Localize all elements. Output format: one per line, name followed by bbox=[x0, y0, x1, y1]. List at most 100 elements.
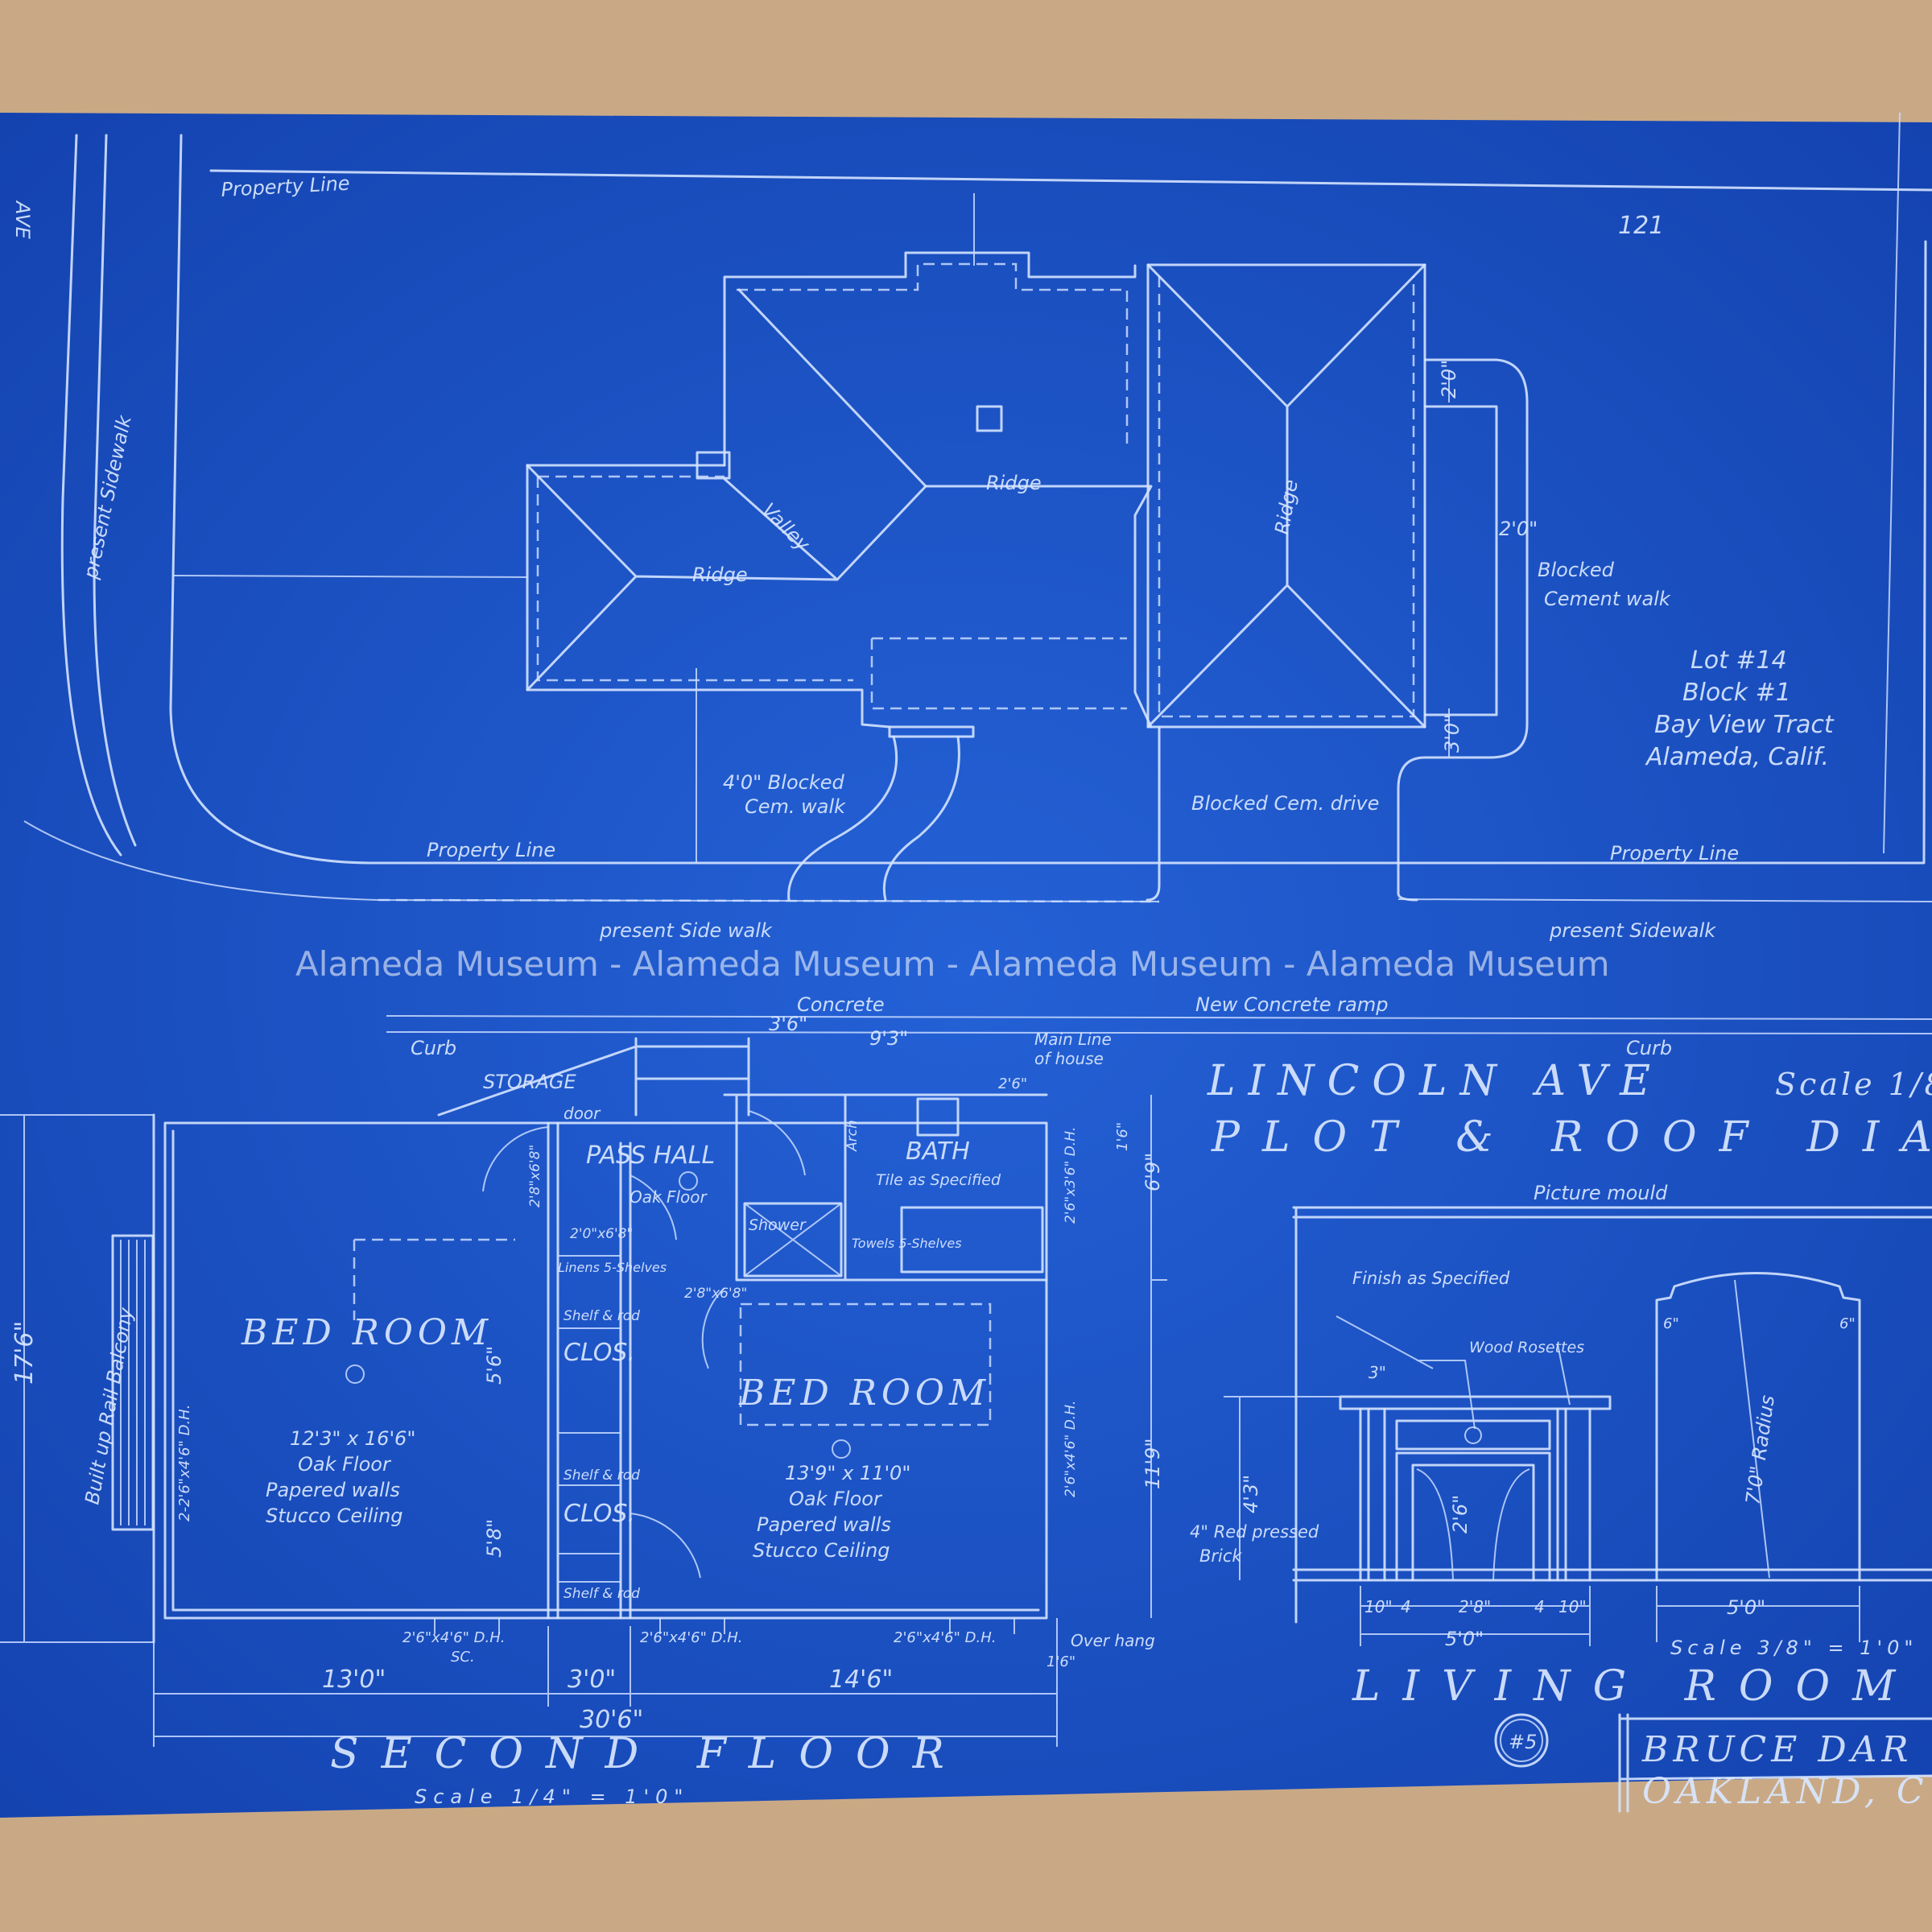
roof-right-wing bbox=[1146, 263, 1426, 729]
label-towels: Towels 5-Shelves bbox=[852, 1236, 962, 1251]
label-shelf-rod: Shelf & rod bbox=[564, 1586, 640, 1602]
living-room-title: LIVING ROOM bbox=[1352, 1662, 1918, 1711]
window-label: 2-2'6"x4'6" D.H. bbox=[176, 1405, 193, 1521]
dim-2-0-top: 2'0" bbox=[1438, 360, 1460, 398]
label-oak-floor-hall: Oak Floor bbox=[630, 1187, 708, 1207]
dimension-lines bbox=[153, 1618, 1058, 1747]
label-concrete: Concrete bbox=[797, 993, 885, 1016]
front-walk bbox=[787, 735, 898, 902]
dim-14-6: 14'6" bbox=[829, 1666, 893, 1694]
label-ridge-left: Ridge bbox=[692, 564, 748, 586]
second-floor-plan bbox=[0, 1037, 1167, 1747]
label-arch: Arch bbox=[844, 1120, 861, 1152]
label-curb-left: Curb bbox=[411, 1037, 456, 1059]
roof-hip-center bbox=[737, 288, 927, 488]
rug-outline bbox=[739, 1302, 992, 1426]
bedroom-left-size: 12'3" x 16'6" bbox=[290, 1427, 415, 1450]
dim-6in-left: 6" bbox=[1663, 1315, 1679, 1332]
label-main-line-2: of house bbox=[1034, 1049, 1104, 1068]
bedroom-right-ceiling: Stucco Ceiling bbox=[753, 1539, 890, 1562]
label-brick: 4" Red pressed bbox=[1190, 1522, 1319, 1542]
blueprint-paper bbox=[0, 113, 1932, 1818]
label-blocked: Blocked bbox=[1538, 559, 1615, 581]
label-door: door bbox=[564, 1104, 601, 1123]
label-property-line-bottom: Property Line bbox=[427, 839, 555, 861]
label-storage: STORAGE bbox=[483, 1071, 576, 1093]
architect-city: OAKLAND, C bbox=[1642, 1771, 1929, 1812]
balcony bbox=[111, 1234, 155, 1531]
rosette bbox=[1464, 1426, 1482, 1444]
bathtub bbox=[900, 1206, 1044, 1274]
closet-shelves bbox=[558, 1255, 621, 1583]
dim-30-6: 30'6" bbox=[580, 1706, 643, 1734]
sidewalk-line bbox=[93, 134, 137, 847]
property-line bbox=[169, 134, 1927, 865]
label-rosettes: Wood Rosettes bbox=[1469, 1339, 1584, 1356]
dim-3in: 3" bbox=[1368, 1363, 1386, 1382]
plot-title-street: LINCOLN AVE bbox=[1207, 1057, 1663, 1105]
label-main-line: Main Line bbox=[1034, 1030, 1112, 1049]
dim-1-6: 1'6" bbox=[1046, 1653, 1075, 1670]
door-swings bbox=[482, 1110, 806, 1579]
plot-roof-diagram bbox=[23, 112, 1932, 1034]
archway bbox=[1655, 1272, 1861, 1582]
plate-number: #5 bbox=[1509, 1731, 1537, 1753]
toilet bbox=[916, 1097, 960, 1137]
window-label: 2'6"x4'6" D.H. bbox=[1063, 1401, 1079, 1497]
roof-left-wing bbox=[526, 464, 891, 729]
label-picture-mould: Picture mould bbox=[1534, 1182, 1668, 1204]
dim-17-6: 17'6" bbox=[10, 1321, 39, 1385]
tract-name: Bay View Tract bbox=[1654, 711, 1835, 739]
label-property-line-right: Property Line bbox=[1610, 842, 1739, 865]
city-name: Alameda, Calif. bbox=[1645, 743, 1829, 771]
bedroom-right-walls: Papered walls bbox=[757, 1513, 891, 1536]
label-blocked-drive: Blocked Cem. drive bbox=[1191, 792, 1379, 815]
bedroom-right-floor: Oak Floor bbox=[789, 1488, 883, 1510]
window-label: 2'6"x4'6" D.H. bbox=[894, 1629, 996, 1646]
watermark: Alameda Museum - Alameda Museum - Alamed… bbox=[295, 944, 1610, 984]
roof-hips-left bbox=[526, 464, 927, 691]
dim-4in: 4 bbox=[1534, 1597, 1545, 1616]
label-overhang: Over hang bbox=[1071, 1631, 1155, 1650]
curb-line bbox=[386, 1015, 1932, 1034]
window-label: 2'6"x4'6" D.H. bbox=[402, 1629, 505, 1646]
label-door-size: 2'8"x6'8" bbox=[527, 1145, 543, 1208]
stair bbox=[437, 1037, 750, 1117]
dim-9-3: 9'3" bbox=[869, 1027, 908, 1050]
bedroom-right-title: BED ROOM bbox=[738, 1373, 990, 1414]
window-label: 2'6"x3'6" D.H. bbox=[1063, 1127, 1079, 1224]
property-line-top bbox=[209, 169, 1932, 192]
dim-10in: 10" bbox=[1364, 1597, 1393, 1616]
driveway-edge bbox=[1146, 725, 1161, 902]
label-shelf-rod: Shelf & rod bbox=[564, 1308, 640, 1324]
dim-3-6: 3'6" bbox=[769, 1013, 807, 1035]
label-closet: CLOS. bbox=[564, 1339, 635, 1367]
fireplace-opening bbox=[1395, 1451, 1551, 1582]
dim-10in: 10" bbox=[1558, 1597, 1587, 1616]
label-new-ramp: New Concrete ramp bbox=[1195, 993, 1388, 1016]
shower bbox=[743, 1202, 843, 1278]
dim-2-8: 2'8" bbox=[1459, 1597, 1491, 1616]
plot-title-scale: Scale 1/8" bbox=[1775, 1067, 1932, 1102]
dim-3-0: 3'0" bbox=[568, 1666, 616, 1694]
mantel bbox=[1339, 1395, 1612, 1410]
label-finish: Finish as Specified bbox=[1352, 1269, 1510, 1288]
architect-name: BRUCE DAR bbox=[1641, 1729, 1913, 1770]
wall-lines bbox=[1292, 1206, 1932, 1624]
pilasters bbox=[1359, 1407, 1591, 1582]
lot-number: Lot #14 bbox=[1690, 646, 1787, 675]
label-curb-right: Curb bbox=[1626, 1037, 1672, 1059]
label-bath: BATH bbox=[906, 1137, 970, 1166]
sidewalk-edge bbox=[23, 820, 1160, 902]
dim-2-6: 2'6" bbox=[998, 1075, 1027, 1092]
roof-center bbox=[723, 251, 1153, 729]
label-front-walk: 4'0" Blocked bbox=[723, 771, 844, 794]
plot-title: PLOT & ROOF DIAGRAM bbox=[1211, 1113, 1932, 1162]
label-ridge-center: Ridge bbox=[986, 472, 1042, 494]
dim-13-0: 13'0" bbox=[322, 1666, 386, 1694]
dim-5-6: 5'6" bbox=[483, 1346, 506, 1385]
label-door-size: 2'8"x6'8" bbox=[684, 1286, 747, 1302]
dim-5-0-arch: 5'0" bbox=[1727, 1596, 1765, 1619]
dim-6-9: 6'9" bbox=[1141, 1153, 1164, 1191]
